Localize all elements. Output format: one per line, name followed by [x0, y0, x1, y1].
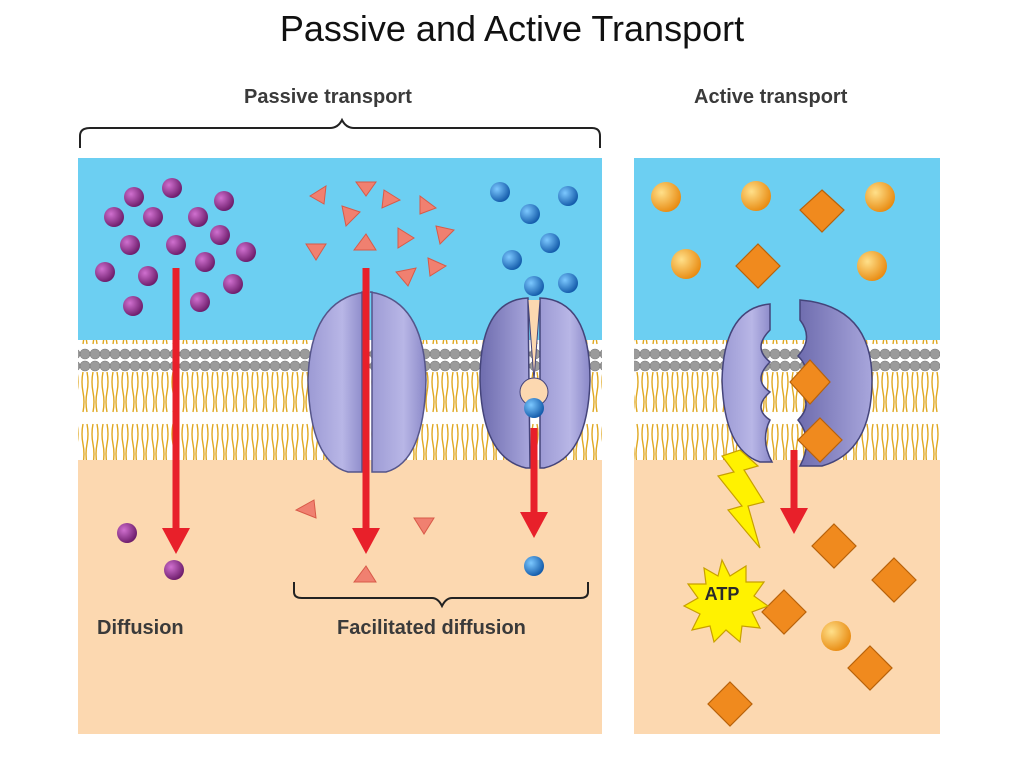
- channel-arrow: [352, 268, 380, 554]
- facilitated-bracket: [293, 582, 589, 609]
- carrier-protein-passive: [479, 297, 591, 469]
- atp-label: ATP: [704, 584, 740, 604]
- active-arrow: [780, 450, 808, 534]
- blue-molecules: [490, 182, 578, 576]
- atp-burst: [682, 558, 770, 644]
- diffusion-label: Diffusion: [97, 617, 184, 639]
- slide-title: Passive and Active Transport: [279, 8, 745, 49]
- diffusion-arrow: [162, 268, 190, 554]
- carrier-arrow: [520, 428, 548, 538]
- active-panel: [634, 158, 940, 734]
- passive-bracket: [79, 117, 601, 148]
- orange-spheres: [651, 181, 895, 651]
- purple-molecules: [95, 178, 256, 580]
- orange-diamonds: [707, 189, 917, 727]
- red-triangles: [294, 181, 455, 583]
- passive-transport-label: Passive transport: [244, 86, 412, 108]
- energy-bolt: [716, 449, 765, 549]
- active-transport-label: Active transport: [694, 86, 848, 108]
- facilitated-diffusion-label: Facilitated diffusion: [337, 617, 526, 639]
- channel-protein: [307, 291, 427, 473]
